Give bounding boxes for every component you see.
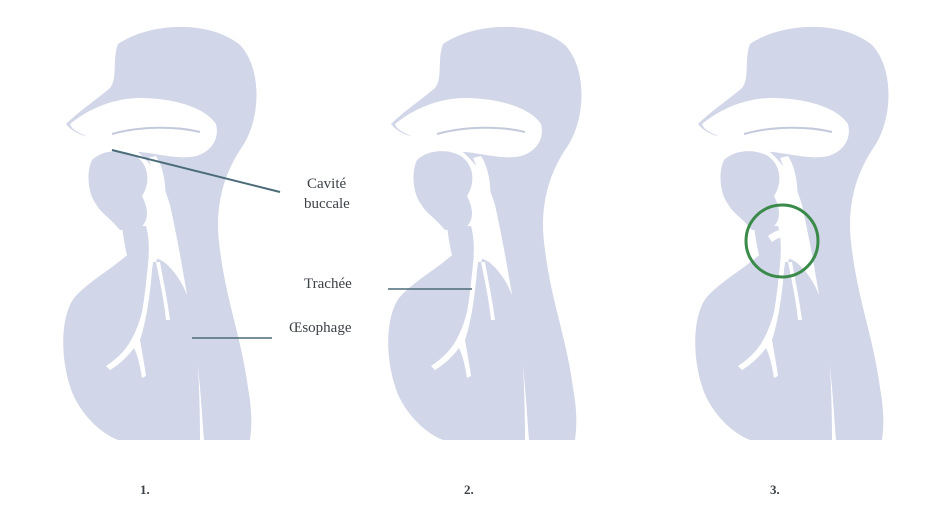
panel-number-2: 2. [464, 482, 474, 498]
cavite-label: Cavité buccale [307, 176, 350, 213]
anatomy-panel-2 [388, 27, 581, 440]
panel-number-3: 3. [770, 482, 780, 498]
cavite-label-line2: buccale [304, 196, 350, 213]
anatomy-panel-1 [63, 27, 256, 440]
trachee-label: Trachée [304, 276, 352, 293]
oesophage-label: Œsophage [289, 320, 352, 337]
panel-number-1: 1. [140, 482, 150, 498]
cavite-label-line1: Cavité [307, 176, 350, 193]
